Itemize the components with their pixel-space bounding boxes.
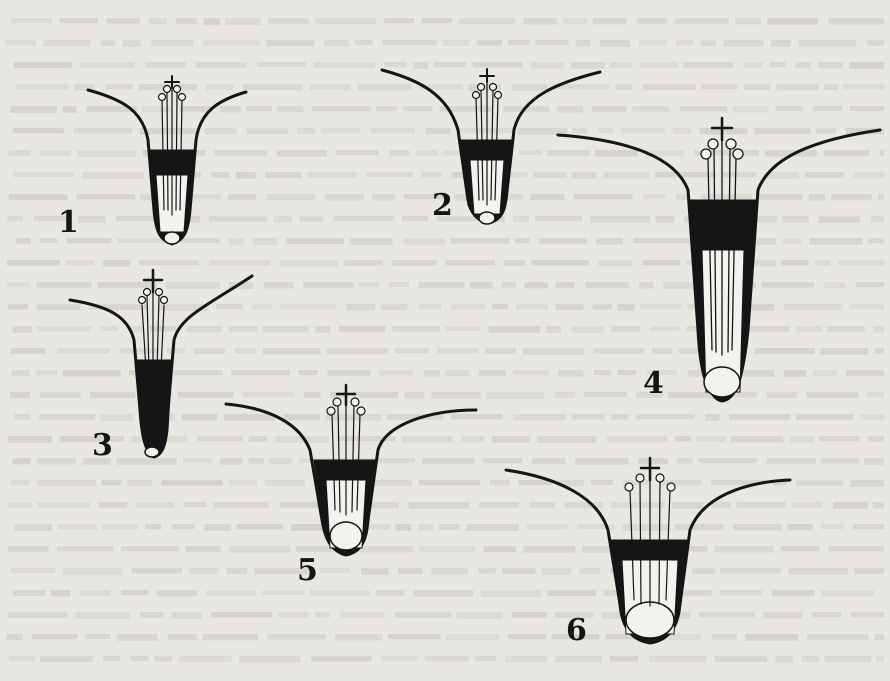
figure-5: 5: [226, 385, 476, 588]
figure-5-drawing: [226, 385, 476, 556]
figure-4-label: 4: [643, 366, 664, 401]
figure-3: 3: [70, 270, 252, 463]
figure-5-label: 5: [297, 553, 318, 588]
figure-4: 4: [558, 118, 880, 402]
figure-2: 2: [382, 69, 600, 224]
figure-1-label: 1: [58, 205, 79, 240]
figure-6-label: 6: [566, 613, 587, 648]
figure-2-label: 2: [432, 188, 453, 223]
figure-1: 1: [58, 76, 246, 244]
figure-6: 6: [506, 458, 790, 648]
figure-2-drawing: [382, 69, 600, 224]
figure-1-drawing: [88, 76, 246, 244]
figure-4-drawing: [558, 118, 880, 402]
figure-3-label: 3: [92, 428, 113, 463]
figure-6-drawing: [506, 458, 790, 644]
